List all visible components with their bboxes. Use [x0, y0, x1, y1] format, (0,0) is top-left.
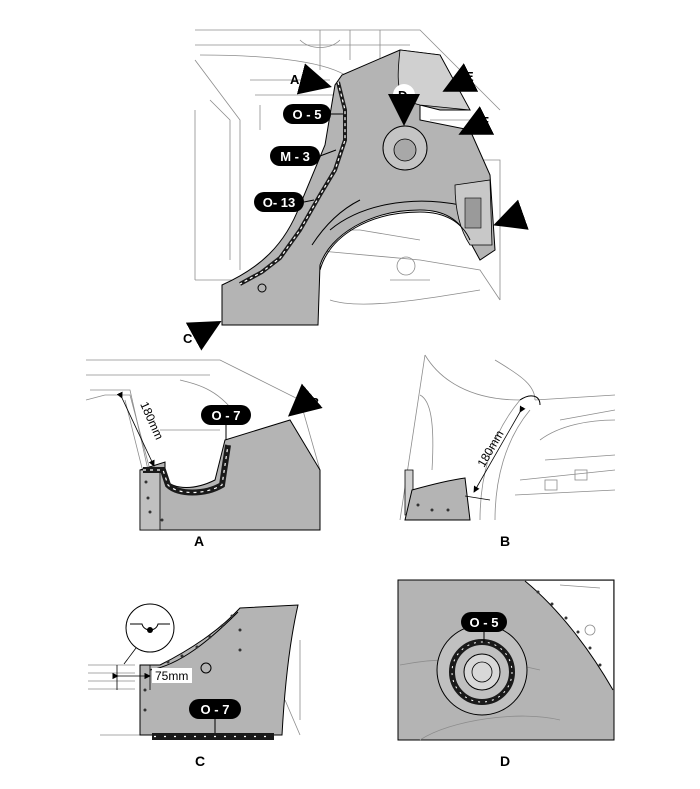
svg-text:O - 7: O - 7 [201, 702, 230, 717]
arrow-label-d: D [398, 88, 407, 103]
callout-m3-main: M - 3 [270, 146, 337, 166]
arrow-e [442, 63, 479, 92]
detail-d-caption: D [500, 753, 510, 769]
arrow-a [296, 63, 332, 95]
arrow-b [287, 383, 323, 417]
svg-text:O - 7: O - 7 [212, 408, 241, 423]
detail-b: 180mm B [399, 354, 616, 549]
arrow-label-g: G [516, 216, 526, 231]
detail-a-dim-line [116, 391, 155, 467]
detail-a: 180mm O - 7 B A [85, 359, 323, 549]
arrow-c [185, 321, 222, 351]
arrow-g [493, 199, 529, 230]
detail-b-caption: B [500, 533, 510, 549]
main-body-structure [194, 29, 501, 305]
svg-text:M - 3: M - 3 [280, 149, 310, 164]
main-view: A C D E F G O - 5 M - 3 O- 13 [183, 29, 529, 351]
callout-o7-detail-c: O - 7 [189, 699, 241, 733]
callout-o13-main: O- 13 [254, 192, 315, 212]
detail-c-caption: C [195, 753, 205, 769]
callout-o5-main: O - 5 [283, 104, 343, 124]
arrow-f [458, 106, 495, 135]
detail-c-magnifier [123, 603, 175, 665]
detail-d: O - 5 D [397, 579, 615, 769]
arrow-label-b: B [310, 395, 319, 410]
detail-a-dimension: 180mm [137, 400, 166, 442]
arrow-label-c: C [183, 331, 193, 346]
svg-text:O - 5: O - 5 [293, 107, 322, 122]
detail-c-panel [139, 604, 299, 736]
detail-a-caption: A [194, 533, 204, 549]
detail-c-sealer-bead [152, 733, 274, 740]
detail-c-dimension: 75mm [155, 669, 188, 683]
arrow-label-e: E [465, 69, 474, 84]
svg-text:O- 13: O- 13 [263, 195, 296, 210]
callout-o5-detail-d: O - 5 [461, 612, 507, 642]
arrow-label-f: F [481, 114, 489, 129]
detail-b-dim-line [473, 405, 526, 493]
detail-c: 75mm O - 7 C [88, 603, 301, 769]
detail-b-panel [404, 477, 471, 521]
arrow-label-a: A [290, 72, 300, 87]
callout-o7-detail-a: O - 7 [201, 405, 251, 440]
svg-text:O - 5: O - 5 [470, 615, 499, 630]
